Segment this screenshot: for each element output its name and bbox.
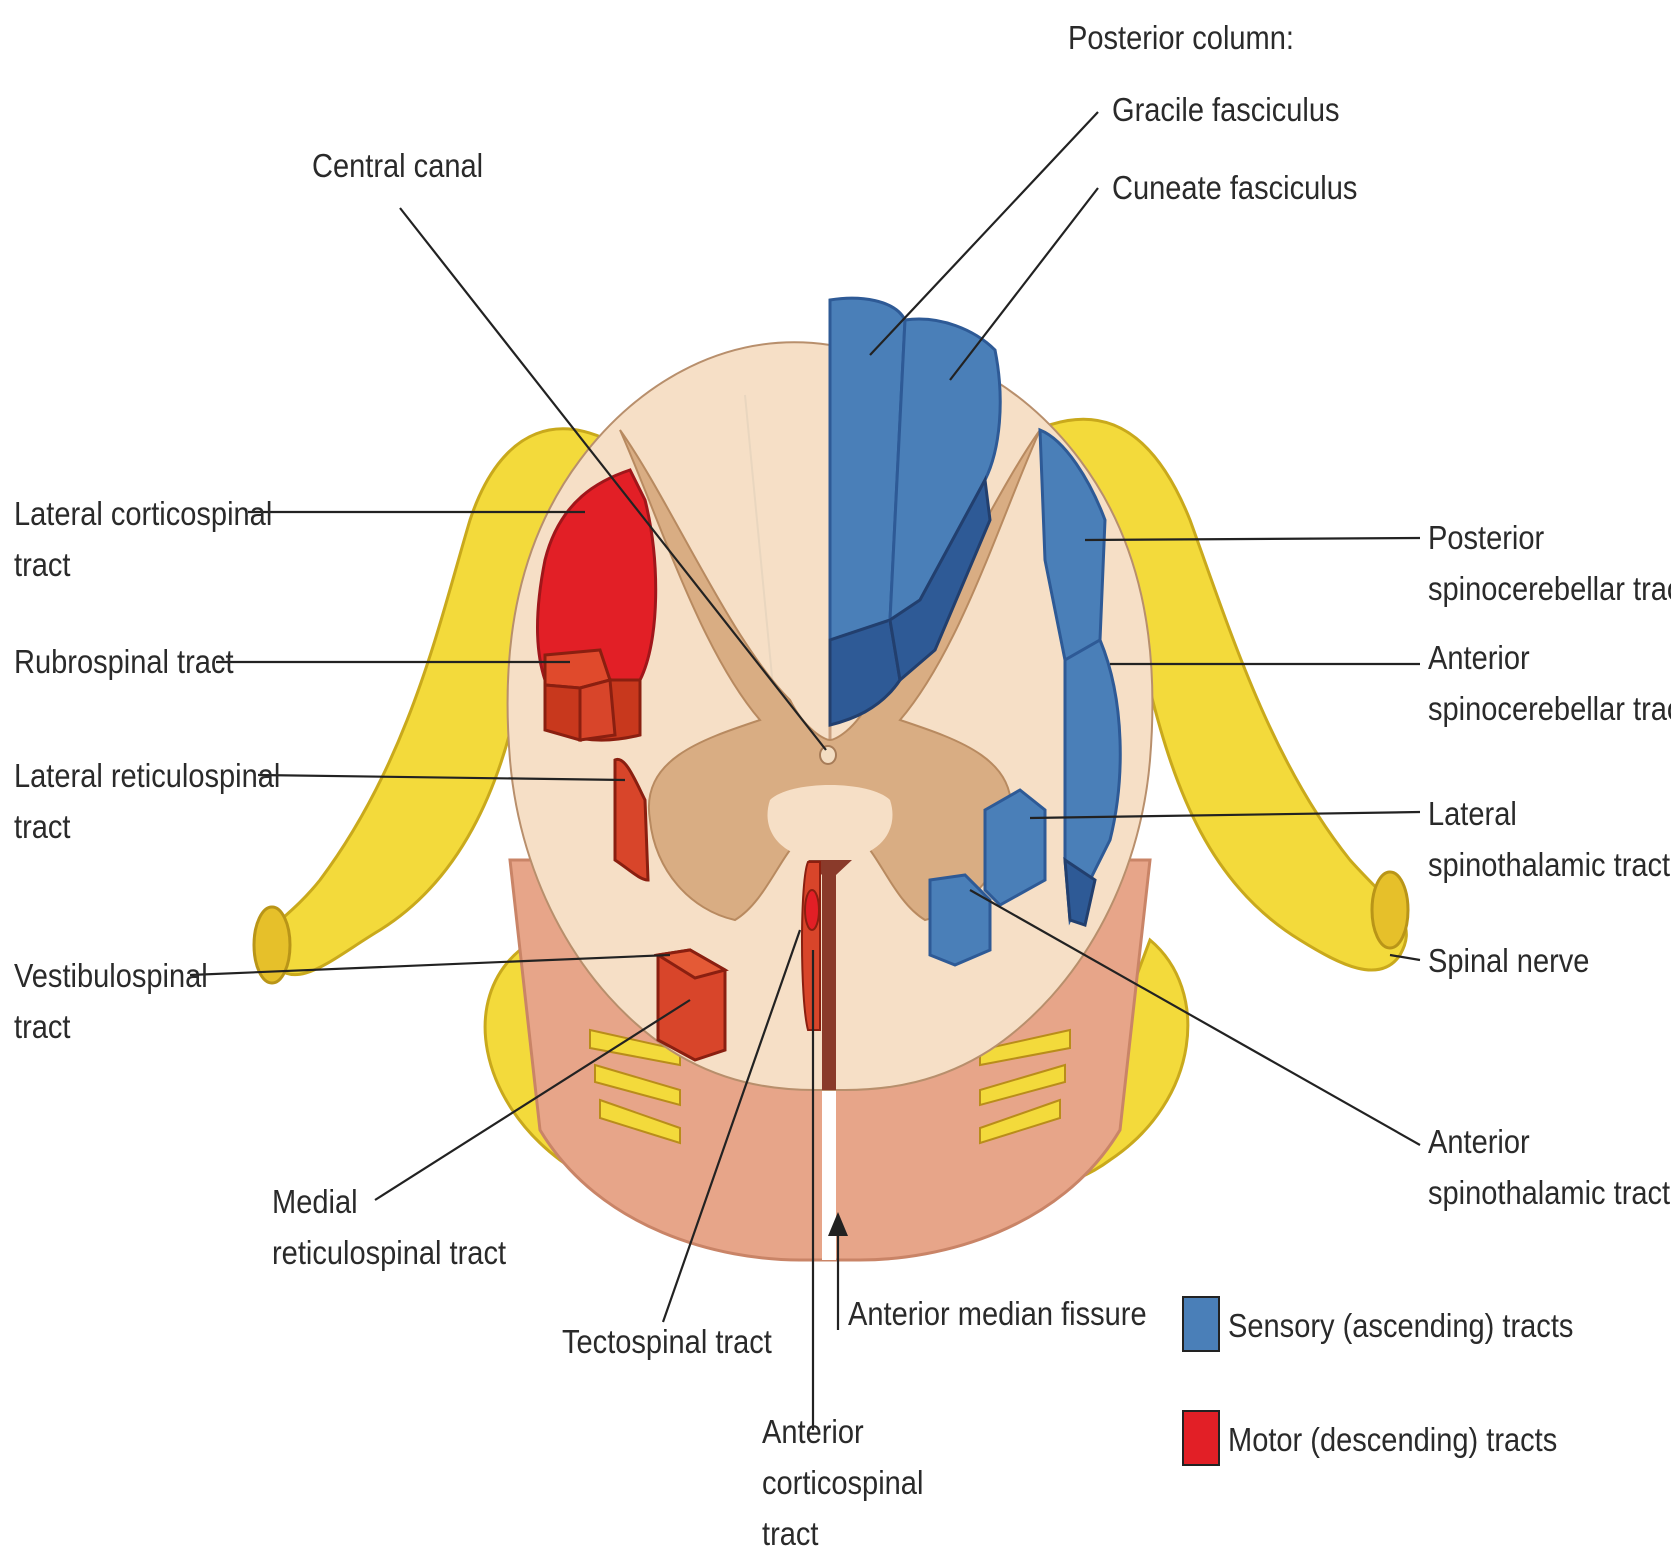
legend-swatch-motor <box>1182 1410 1220 1466</box>
label-posterior-column: Posterior column: <box>1068 12 1294 63</box>
label-cuneate-fasciculus: Cuneate fasciculus <box>1112 162 1357 213</box>
label-rubrospinal-tract: Rubrospinal tract <box>14 636 234 687</box>
label-medial-reticulospinal-tract: Medial reticulospinal tract <box>272 1176 506 1278</box>
label-spinal-nerve: Spinal nerve <box>1428 935 1589 986</box>
legend-swatch-sensory <box>1182 1296 1220 1352</box>
label-anterior-spinocerebellar-tract: Anterior spinocerebellar tract <box>1428 632 1671 734</box>
label-lateral-reticulospinal-tract: Lateral reticulospinal tract <box>14 750 280 852</box>
label-lateral-spinothalamic-tract: Lateral spinothalamic tract <box>1428 788 1670 890</box>
label-anterior-corticospinal-tract: Anterior corticospinal tract <box>762 1406 923 1559</box>
label-posterior-spinocerebellar-tract: Posterior spinocerebellar tract <box>1428 512 1671 614</box>
gray-commissure-light <box>768 785 893 860</box>
rubrospinal-tract <box>545 650 615 740</box>
label-tectospinal-tract: Tectospinal tract <box>562 1316 772 1367</box>
legend-label-sensory: Sensory (ascending) tracts <box>1228 1300 1573 1351</box>
label-central-canal: Central canal <box>312 140 483 191</box>
legend-label-motor: Motor (descending) tracts <box>1228 1414 1557 1465</box>
label-lateral-corticospinal-tract: Lateral corticospinal tract <box>14 488 272 590</box>
label-vestibulospinal-tract: Vestibulospinal tract <box>14 950 208 1052</box>
anterior-corticospinal-tract <box>802 862 820 1030</box>
gracile-fasciculus <box>830 298 905 725</box>
label-anterior-median-fissure: Anterior median fissure <box>848 1288 1147 1339</box>
label-anterior-spinothalamic-tract: Anterior spinothalamic tract <box>1428 1116 1670 1218</box>
label-gracile-fasciculus: Gracile fasciculus <box>1112 84 1340 135</box>
central-canal <box>820 746 836 764</box>
vestibulospinal-tract <box>658 950 725 1060</box>
